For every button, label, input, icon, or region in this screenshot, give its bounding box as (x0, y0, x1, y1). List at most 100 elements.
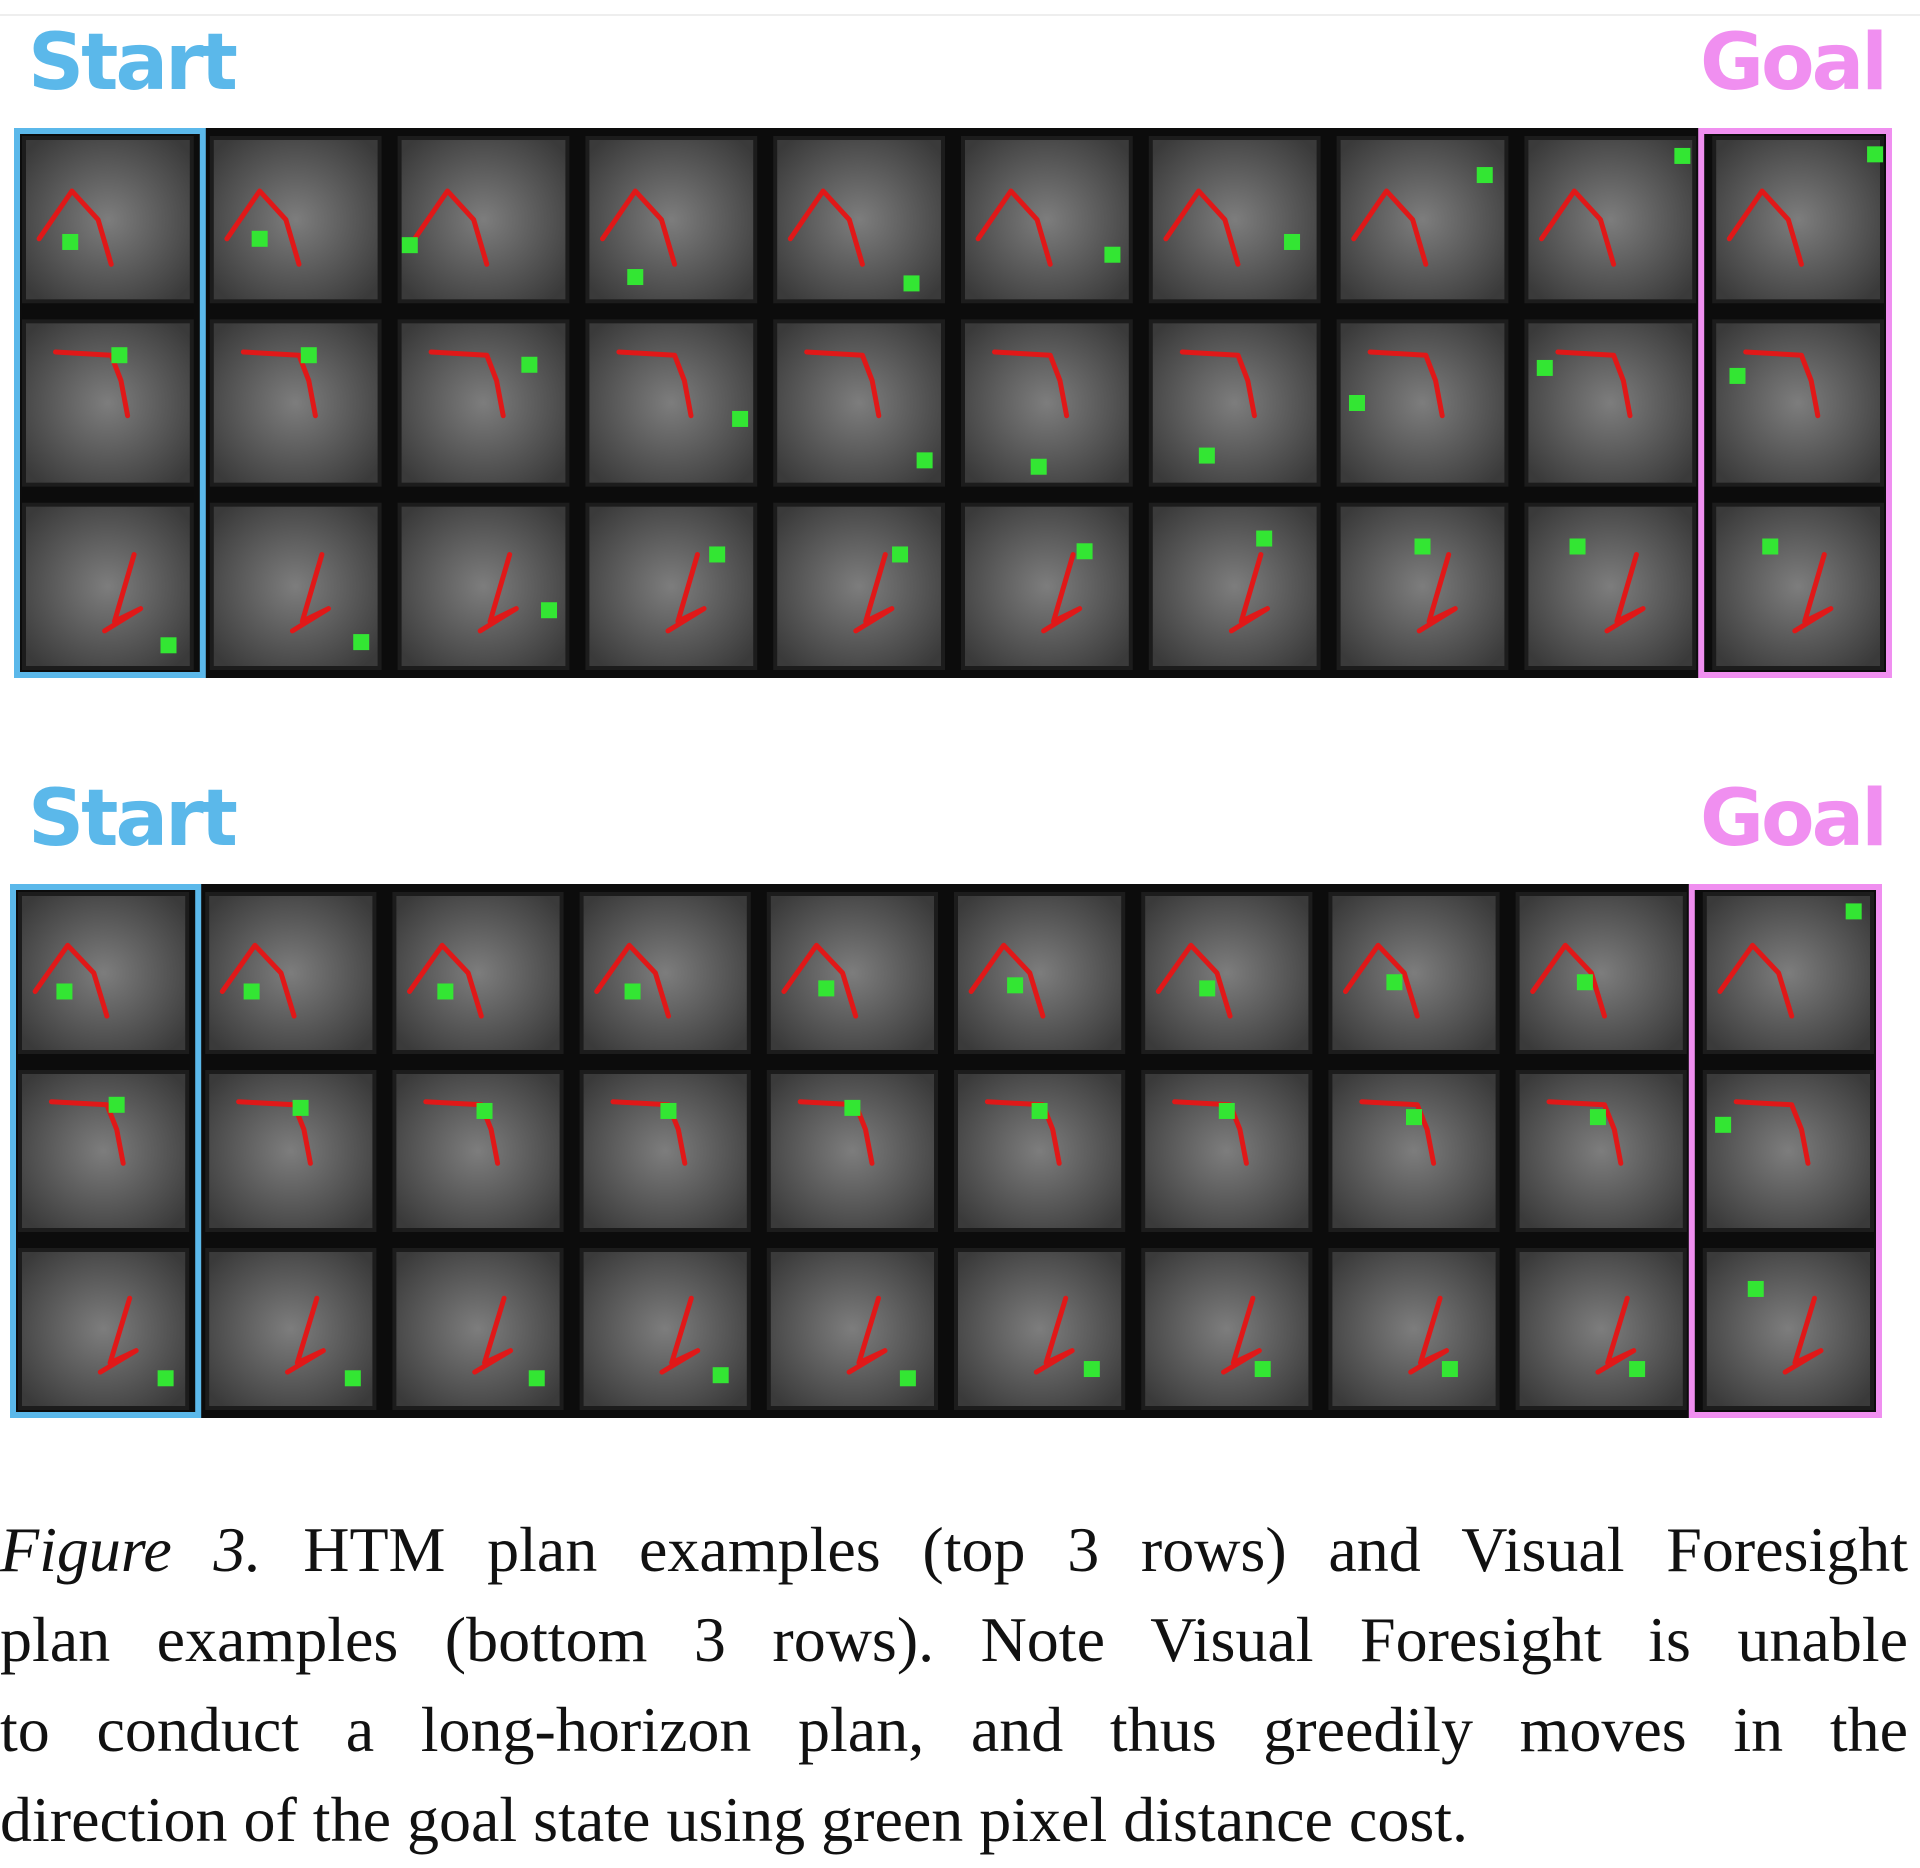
arm (224, 188, 302, 267)
arm (36, 188, 114, 267)
arm (846, 1295, 888, 1375)
start-column-box (14, 128, 206, 678)
target-block (1441, 1361, 1458, 1378)
target-block (56, 983, 73, 1000)
frame-r2-c6 (961, 319, 1133, 487)
frame-r3-c3 (397, 502, 570, 670)
arm (659, 1295, 701, 1375)
caption-label: Figure 3. (0, 1514, 262, 1585)
target-block (1199, 980, 1216, 997)
arm (594, 942, 671, 1019)
target-block (160, 637, 177, 654)
frame-r1-c1 (18, 892, 190, 1054)
htm-plan-grid (14, 128, 1892, 678)
frame-r1-c10 (1712, 136, 1884, 304)
target-block (1031, 1102, 1048, 1119)
start-label: Start (28, 18, 238, 108)
target-block (709, 546, 726, 563)
target-block (624, 983, 641, 1000)
target-block (108, 1096, 125, 1113)
target-block (1536, 359, 1553, 376)
target-block (1083, 1361, 1100, 1378)
arm (804, 349, 882, 419)
arm (289, 552, 331, 634)
frame-r2-c4 (579, 1070, 751, 1232)
frame-r2-c1 (22, 319, 194, 487)
caption-line-4: direction of the goal state using green … (0, 1784, 1468, 1855)
frame-r2-c6 (954, 1070, 1126, 1232)
frame-r3-c2 (209, 502, 382, 670)
frame-r3-c9 (1515, 1248, 1687, 1410)
frame-r2-c9 (1524, 319, 1697, 487)
arm (407, 942, 484, 1019)
arm (472, 1295, 514, 1375)
start-column-box (10, 884, 202, 1418)
target-block (818, 980, 835, 997)
frame-r2-c8 (1336, 319, 1509, 487)
frame-r3-c6 (954, 1248, 1126, 1410)
target-block (401, 237, 418, 254)
target-block (1729, 367, 1746, 384)
arm (1555, 349, 1633, 419)
arm (1595, 1295, 1637, 1375)
frame-r3-c6 (961, 502, 1133, 670)
frame-r3-c9 (1524, 502, 1697, 670)
target-block (1386, 974, 1403, 991)
arm (1033, 1295, 1075, 1375)
target-block (1030, 458, 1047, 475)
target-block (844, 1099, 861, 1116)
target-block (1867, 146, 1884, 163)
arm (219, 942, 297, 1019)
arm (428, 349, 506, 419)
frame-r2-c9 (1515, 1070, 1687, 1232)
frame-r3-c1 (22, 502, 194, 670)
figure-caption: Figure 3. HTM plan examples (top 3 rows)… (0, 1505, 1908, 1865)
arm (781, 942, 859, 1019)
arm (32, 942, 110, 1019)
goal-label: Goal (1700, 18, 1888, 108)
top-rule (0, 14, 1920, 16)
arm (616, 349, 694, 419)
arm (1717, 942, 1795, 1019)
frame-r1-c10 (1702, 892, 1874, 1054)
caption-line-1: HTM plan examples (top 3 rows) and Visua… (303, 1514, 1909, 1585)
target-block (1589, 1109, 1606, 1126)
frame-r2-c3 (397, 319, 570, 487)
arm (984, 1099, 1062, 1166)
htm-plan-panel (14, 128, 1892, 678)
target-block (1576, 974, 1593, 991)
arm (853, 552, 895, 634)
target-block (1762, 538, 1779, 555)
frame-r1-c4 (585, 136, 758, 304)
frame-r2-c5 (773, 319, 945, 487)
target-block (300, 347, 317, 364)
arm (477, 552, 519, 634)
frame-r1-c4 (579, 892, 751, 1054)
arm (1221, 1295, 1262, 1375)
target-block (521, 356, 538, 373)
target-block (476, 1102, 493, 1119)
target-block (62, 233, 79, 250)
frame-r1-c2 (209, 136, 382, 304)
arm (665, 552, 707, 634)
arm (240, 349, 318, 419)
target-block (1104, 246, 1121, 263)
target-block (903, 275, 920, 292)
frame-r1-c2 (205, 892, 377, 1054)
arm (1726, 188, 1804, 267)
arm (102, 552, 144, 634)
frame-r3-c10 (1712, 502, 1884, 670)
frame-r1-c5 (773, 136, 945, 304)
arm (1539, 188, 1617, 267)
caption-line-3: to conduct a long-horizon plan, and thus… (0, 1694, 1908, 1765)
target-block (243, 983, 260, 1000)
arm (1530, 942, 1607, 1019)
arm (285, 1295, 326, 1375)
target-block (660, 1102, 677, 1119)
frame-r1-c3 (392, 892, 564, 1054)
arm (968, 942, 1046, 1019)
arm (1351, 188, 1429, 267)
target-block (712, 1367, 729, 1384)
arm (797, 1099, 875, 1166)
target-block (1476, 167, 1493, 184)
